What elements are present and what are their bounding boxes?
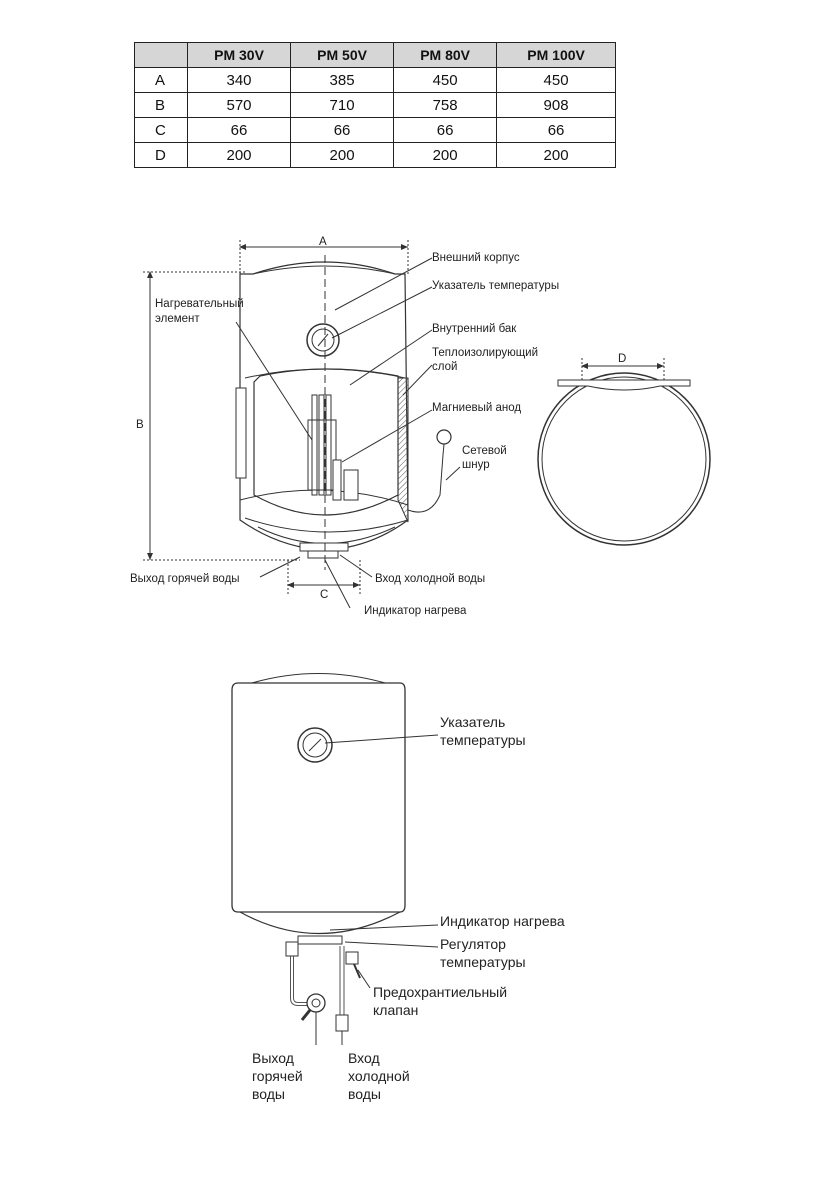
table-row: D 200 200 200 200	[134, 142, 616, 168]
dimension-a	[239, 240, 409, 275]
front-cold-water-label-1: Вход	[348, 1050, 380, 1066]
power-cord-label-2: шнур	[462, 459, 490, 471]
heating-element-label-1: Нагревательный	[155, 298, 244, 310]
front-hot-water-label-3: воды	[252, 1086, 285, 1102]
row-label: C	[134, 117, 188, 143]
power-cord-label-1: Сетевой	[462, 445, 507, 457]
front-gauge-shape	[297, 727, 333, 763]
insulation-label-1: Теплоизолирующий	[432, 347, 538, 359]
table-cell: 340	[186, 67, 292, 93]
front-temp-indicator-label-2: температуры	[440, 732, 526, 748]
heating-element-shape	[307, 394, 337, 496]
table-cell: 200	[393, 142, 498, 168]
hot-water-out-label: Выход горячей воды	[130, 573, 240, 585]
front-cold-water-label-2: холодной	[348, 1068, 410, 1084]
cold-water-in-label: Вход холодной воды	[375, 573, 485, 585]
table-header-cell: PM 50V	[290, 42, 395, 68]
table-header-cell	[134, 42, 188, 68]
magnesium-anode-label: Магниевый анод	[432, 402, 521, 414]
dim-d-label: D	[618, 353, 626, 365]
dimension-c	[287, 560, 361, 595]
table-cell: 450	[496, 67, 616, 93]
table-header-cell: PM 100V	[496, 42, 616, 68]
insulation-layer-shape	[397, 377, 409, 523]
row-label: B	[134, 92, 188, 118]
table-cell: 385	[290, 67, 395, 93]
temp-indicator-label: Указатель температуры	[432, 280, 559, 292]
table-header-cell: PM 80V	[393, 42, 498, 68]
dimension-b	[143, 271, 300, 561]
dim-c-label: C	[320, 589, 328, 601]
power-cord-shape	[407, 429, 452, 513]
dim-a-label: A	[319, 236, 327, 248]
front-cold-water-label-3: воды	[348, 1086, 381, 1102]
table-row: C 66 66 66 66	[134, 117, 616, 143]
table-row: A 340 385 450 450	[134, 67, 616, 93]
insulation-label-2: слой	[432, 361, 457, 373]
heating-indicator-label: Индикатор нагрева	[364, 605, 467, 617]
table-cell: 200	[496, 142, 616, 168]
table-cell: 710	[290, 92, 395, 118]
temp-regulator-label-1: Регулятор	[440, 936, 506, 952]
outer-casing-shape	[239, 261, 409, 551]
top-view-diagram	[537, 358, 711, 546]
safety-valve-label-2: клапан	[373, 1002, 418, 1018]
magnesium-anode-shape	[332, 459, 342, 501]
temp-regulator-label-2: температуры	[440, 954, 526, 970]
heating-element-label-2: элемент	[155, 313, 200, 325]
front-hot-water-label-1: Выход	[252, 1050, 294, 1066]
table-cell: 908	[496, 92, 616, 118]
front-heating-indicator-label: Индикатор нагрева	[440, 913, 565, 929]
safety-valve-label-1: Предохрантиельный	[373, 984, 507, 1000]
dimensions-table: PM 30V PM 50V PM 80V PM 100V A 340 385 4…	[134, 42, 616, 168]
cutaway-diagram	[143, 240, 461, 609]
inner-tank-label: Внутренний бак	[432, 323, 517, 335]
outer-casing-label: Внешний корпус	[432, 252, 520, 264]
front-view-diagram	[231, 673, 439, 1045]
row-label: D	[134, 142, 188, 168]
front-temp-indicator-label-1: Указатель	[440, 714, 505, 730]
ball-valve-shape	[300, 993, 326, 1045]
temperature-gauge-shape	[306, 323, 340, 357]
dim-b-label: B	[136, 419, 144, 431]
table-cell: 450	[393, 67, 498, 93]
front-hot-water-label-2: горячей	[252, 1068, 303, 1084]
table-cell: 66	[393, 117, 498, 143]
table-cell: 200	[186, 142, 292, 168]
heater-body-shape	[231, 682, 406, 913]
